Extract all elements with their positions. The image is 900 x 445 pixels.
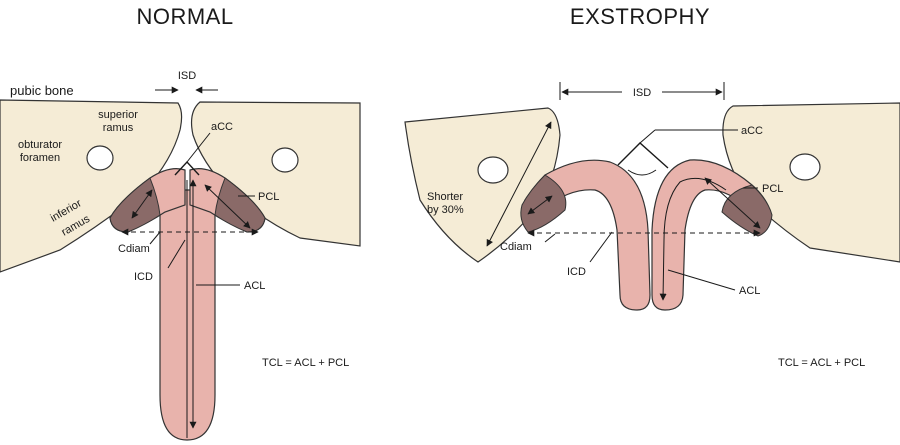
normal-left-obturator-foramen xyxy=(86,145,114,171)
exstrophy-by-label: by 30% xyxy=(427,204,464,216)
normal-ramus-label: ramus xyxy=(103,122,134,134)
exstrophy-cdiam-leader xyxy=(544,233,556,243)
exstrophy-cdiam-arrow xyxy=(527,195,553,215)
exstrophy-acl-leader xyxy=(667,269,736,291)
exstrophy-pcl-label: PCL xyxy=(762,183,783,195)
normal-acc-label: aCC xyxy=(211,121,233,133)
exstrophy-acc-angle xyxy=(617,142,669,169)
normal-cdiam-label: Cdiam xyxy=(118,243,150,255)
normal-acc-leader xyxy=(186,132,211,163)
normal-formula: TCL = ACL + PCL xyxy=(262,357,349,369)
normal-cdiam-arrow xyxy=(131,189,153,219)
normal-pcl-label: PCL xyxy=(258,191,279,203)
exstrophy-acl-arrow xyxy=(659,177,727,301)
normal-acl-label: ACL xyxy=(244,280,265,292)
normal-obturator-label: obturator xyxy=(18,139,62,151)
exstrophy-panel: EXSTROPHY xyxy=(404,4,900,369)
normal-panel: NORMAL xyxy=(0,4,361,441)
exstrophy-right-obturator-foramen xyxy=(789,153,821,181)
normal-icd-label: ICD xyxy=(134,271,153,283)
exstrophy-acc-label: aCC xyxy=(741,125,763,137)
normal-icd-leader xyxy=(167,239,186,269)
normal-cdiam-leader xyxy=(149,231,161,245)
exstrophy-acl-label: ACL xyxy=(739,285,760,297)
normal-superior-label: superior xyxy=(98,109,138,121)
exstrophy-isd-label: ISD xyxy=(633,87,651,99)
exstrophy-icd-leader xyxy=(589,231,613,263)
exstrophy-shorter-arrow xyxy=(486,121,552,247)
exstrophy-pcl-arrow xyxy=(704,177,761,229)
exstrophy-acc-arc xyxy=(627,169,657,176)
normal-right-obturator-foramen xyxy=(271,147,299,173)
exstrophy-cdiam-label: Cdiam xyxy=(500,241,532,253)
normal-isd-label: ISD xyxy=(178,70,196,82)
exstrophy-title: EXSTROPHY xyxy=(570,4,710,29)
normal-pubic-bone-label: pubic bone xyxy=(10,83,74,98)
exstrophy-icd-label: ICD xyxy=(567,266,586,278)
normal-foramen-label: foramen xyxy=(20,152,60,164)
normal-pcl-arrow xyxy=(204,184,251,229)
exstrophy-shorter-label: Shorter xyxy=(427,191,463,203)
exstrophy-formula: TCL = ACL + PCL xyxy=(778,357,865,369)
exstrophy-acc-leader-a xyxy=(639,129,656,144)
normal-title: NORMAL xyxy=(136,4,233,29)
exstrophy-left-obturator-foramen xyxy=(477,156,509,184)
